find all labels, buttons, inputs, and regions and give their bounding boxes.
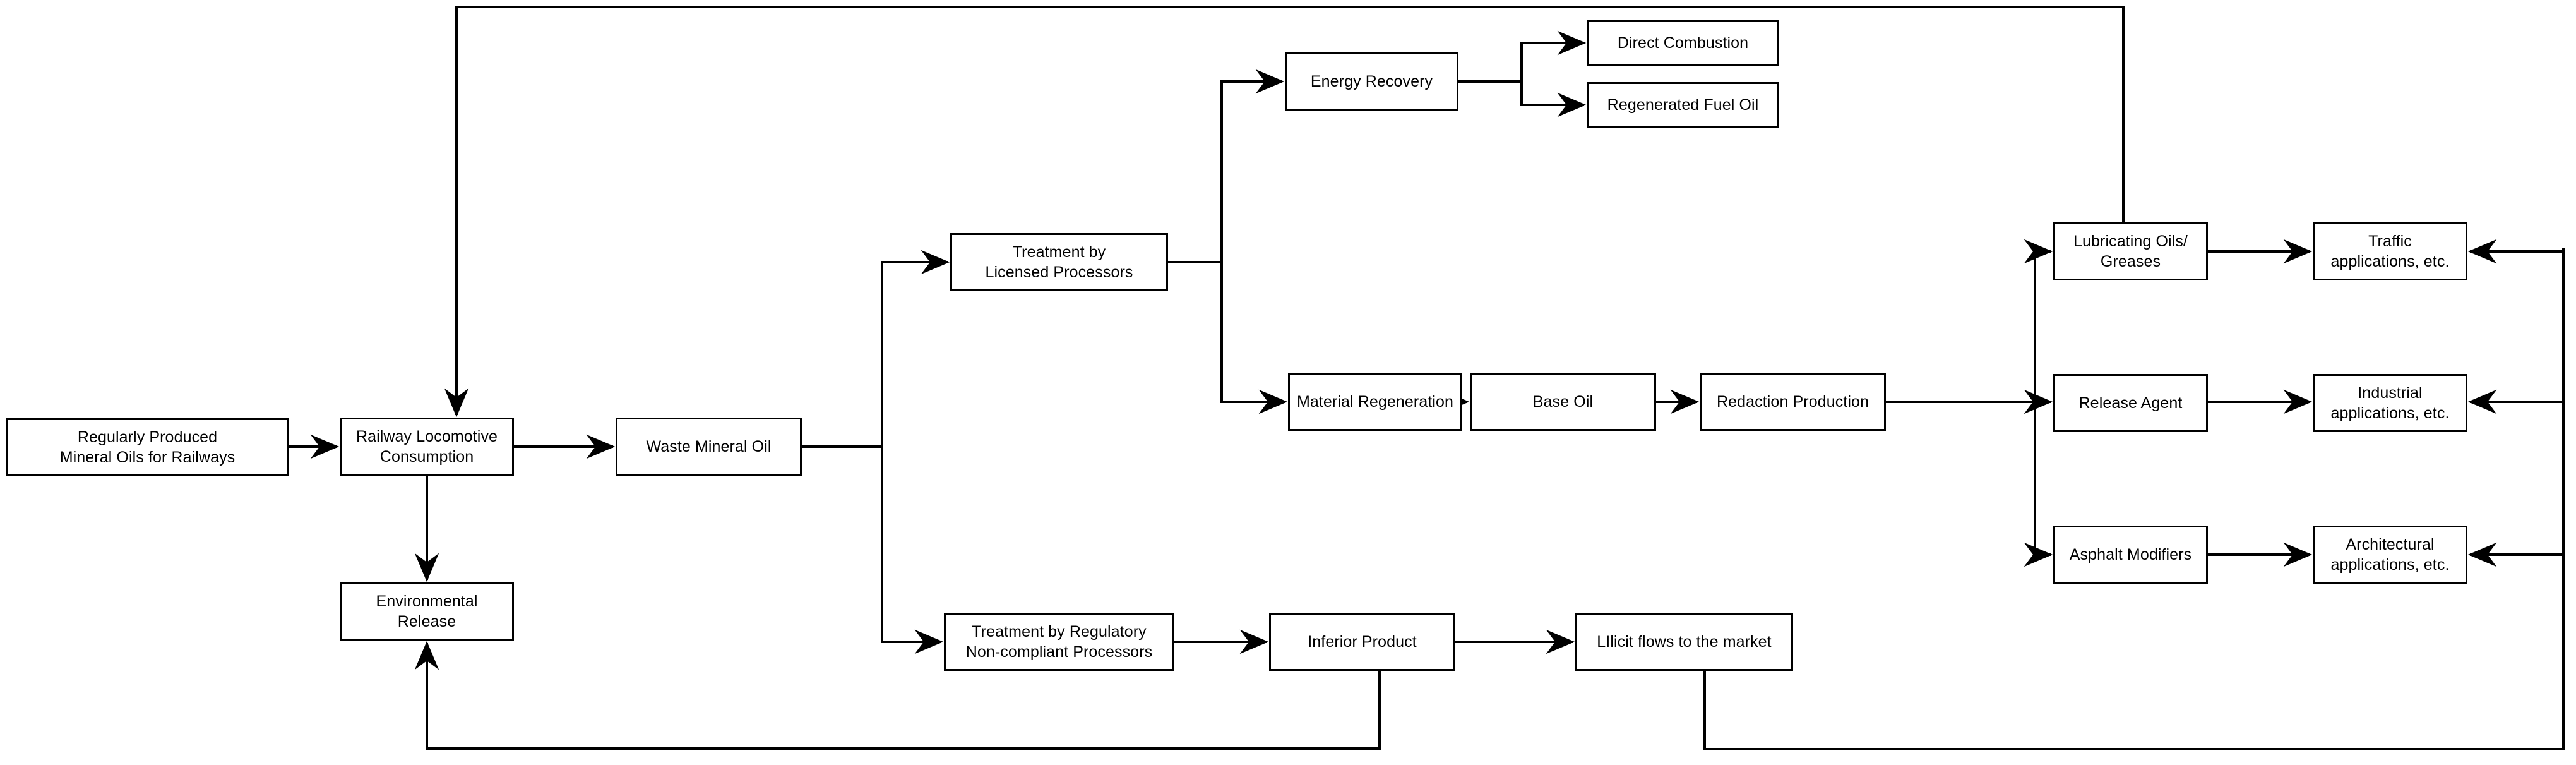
node-label: Regularly Produced Mineral Oils for Rail… <box>59 428 236 466</box>
node-label: Regenerated Fuel Oil <box>1607 96 1759 114</box>
node-label: Redaction Production <box>1716 393 1869 411</box>
node-label: Environmental Release <box>376 593 478 630</box>
node-label: Traffic applications, etc. <box>2330 232 2450 270</box>
node-material_regen[interactable]: Material Regeneration <box>1288 373 1462 431</box>
node-label: Waste Mineral Oil <box>646 438 772 455</box>
edge-e-loop-illicit-apps <box>1703 248 2565 750</box>
edge-e-licensed-material <box>1220 262 1288 414</box>
node-traffic_apps[interactable]: Traffic applications, etc. <box>2313 222 2467 280</box>
node-architectural_apps[interactable]: Architectural applications, etc. <box>2313 526 2467 584</box>
node-label: Asphalt Modifiers <box>2069 546 2192 563</box>
node-label: Industrial applications, etc. <box>2330 384 2450 422</box>
node-label: Energy Recovery <box>1310 73 1433 90</box>
node-loco_consumption[interactable]: Railway Locomotive Consumption <box>340 418 514 476</box>
edge-e-energy-direct <box>1458 30 1587 83</box>
node-energy_recovery[interactable]: Energy Recovery <box>1285 52 1458 111</box>
node-label: Lubricating Oils/ Greases <box>2073 232 2188 270</box>
edge-e-redaction-lube <box>2024 239 2053 402</box>
node-environmental[interactable]: Environmental Release <box>340 582 514 641</box>
node-label: Railway Locomotive Consumption <box>355 428 498 466</box>
node-label: Base Oil <box>1532 393 1594 411</box>
node-asphalt[interactable]: Asphalt Modifiers <box>2053 526 2208 584</box>
edge-e-energy-regen <box>1520 81 1587 117</box>
node-inferior_product[interactable]: Inferior Product <box>1269 613 1455 671</box>
node-redaction[interactable]: Redaction Production <box>1700 373 1886 431</box>
node-label: Inferior Product <box>1308 633 1417 651</box>
node-waste_mineral_oil[interactable]: Waste Mineral Oil <box>616 418 802 476</box>
node-illicit_flows[interactable]: LIlicit flows to the market <box>1575 613 1793 671</box>
node-industrial_apps[interactable]: Industrial applications, etc. <box>2313 374 2467 432</box>
node-base_oil[interactable]: Base Oil <box>1470 373 1656 431</box>
node-noncompliant[interactable]: Treatment by Regulatory Non-compliant Pr… <box>944 613 1174 671</box>
node-label: Material Regeneration <box>1296 393 1454 411</box>
node-release_agent[interactable]: Release Agent <box>2053 374 2208 432</box>
node-regen_fuel_oil[interactable]: Regenerated Fuel Oil <box>1587 82 1779 128</box>
node-label: LIlicit flows to the market <box>1597 633 1772 651</box>
node-regular_oils[interactable]: Regularly Produced Mineral Oils for Rail… <box>6 418 289 476</box>
edge-e-waste-split <box>802 250 950 448</box>
node-lubricating[interactable]: Lubricating Oils/ Greases <box>2053 222 2208 280</box>
node-label: Treatment by Regulatory Non-compliant Pr… <box>965 623 1153 661</box>
node-label: Treatment by Licensed Processors <box>985 243 1133 281</box>
edge-e-loop-inferior-env <box>414 641 1381 750</box>
node-label: Release Agent <box>2078 394 2183 412</box>
node-direct_combustion[interactable]: Direct Combustion <box>1587 20 1779 66</box>
edge-e-licensed-energy <box>1168 69 1285 263</box>
edge-e-redaction-asphalt <box>2024 402 2053 567</box>
node-label: Direct Combustion <box>1617 34 1749 52</box>
edge-e-waste-noncompliant <box>881 447 944 654</box>
node-label: Architectural applications, etc. <box>2330 536 2450 574</box>
node-licensed[interactable]: Treatment by Licensed Processors <box>950 233 1168 291</box>
